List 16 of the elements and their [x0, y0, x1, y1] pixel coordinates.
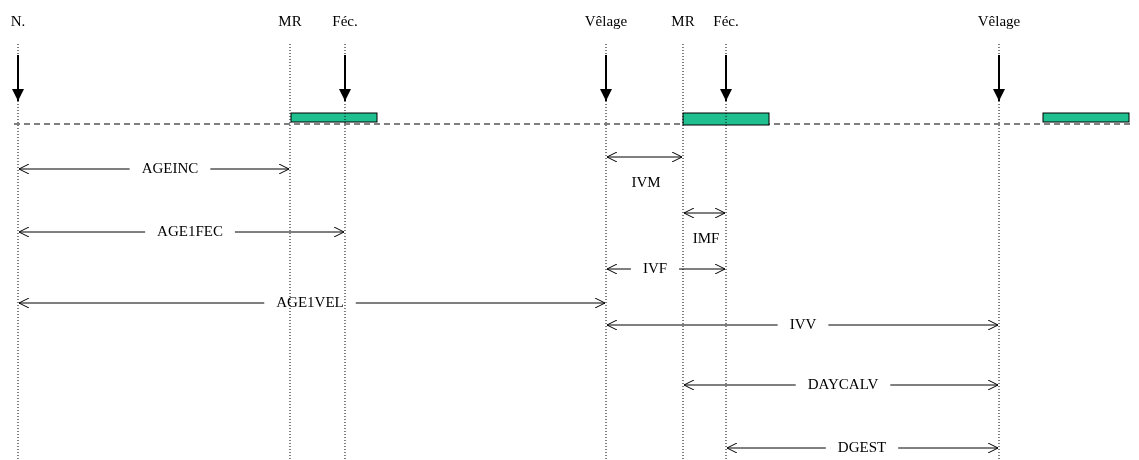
event-label: N. [10, 13, 26, 30]
interval-label: AGE1FEC [157, 223, 223, 240]
interval-label: DAYCALV [807, 376, 879, 393]
interval-label: IVF [642, 260, 668, 277]
interval-label: IVM [631, 174, 661, 191]
event-label: Féc. [332, 13, 358, 30]
interval-label: DGEST [837, 439, 887, 456]
interval-label: AGEINC [141, 160, 199, 177]
event-label: MR [278, 13, 302, 30]
interval-label: IMF [692, 230, 720, 247]
event-label: MR [671, 13, 695, 30]
interval-label: AGE1VEL [276, 294, 344, 311]
event-label: Vêlage [584, 13, 628, 30]
interval-label: IVV [789, 316, 817, 333]
event-label: Vêlage [977, 13, 1021, 30]
event-label: Féc. [713, 13, 739, 30]
